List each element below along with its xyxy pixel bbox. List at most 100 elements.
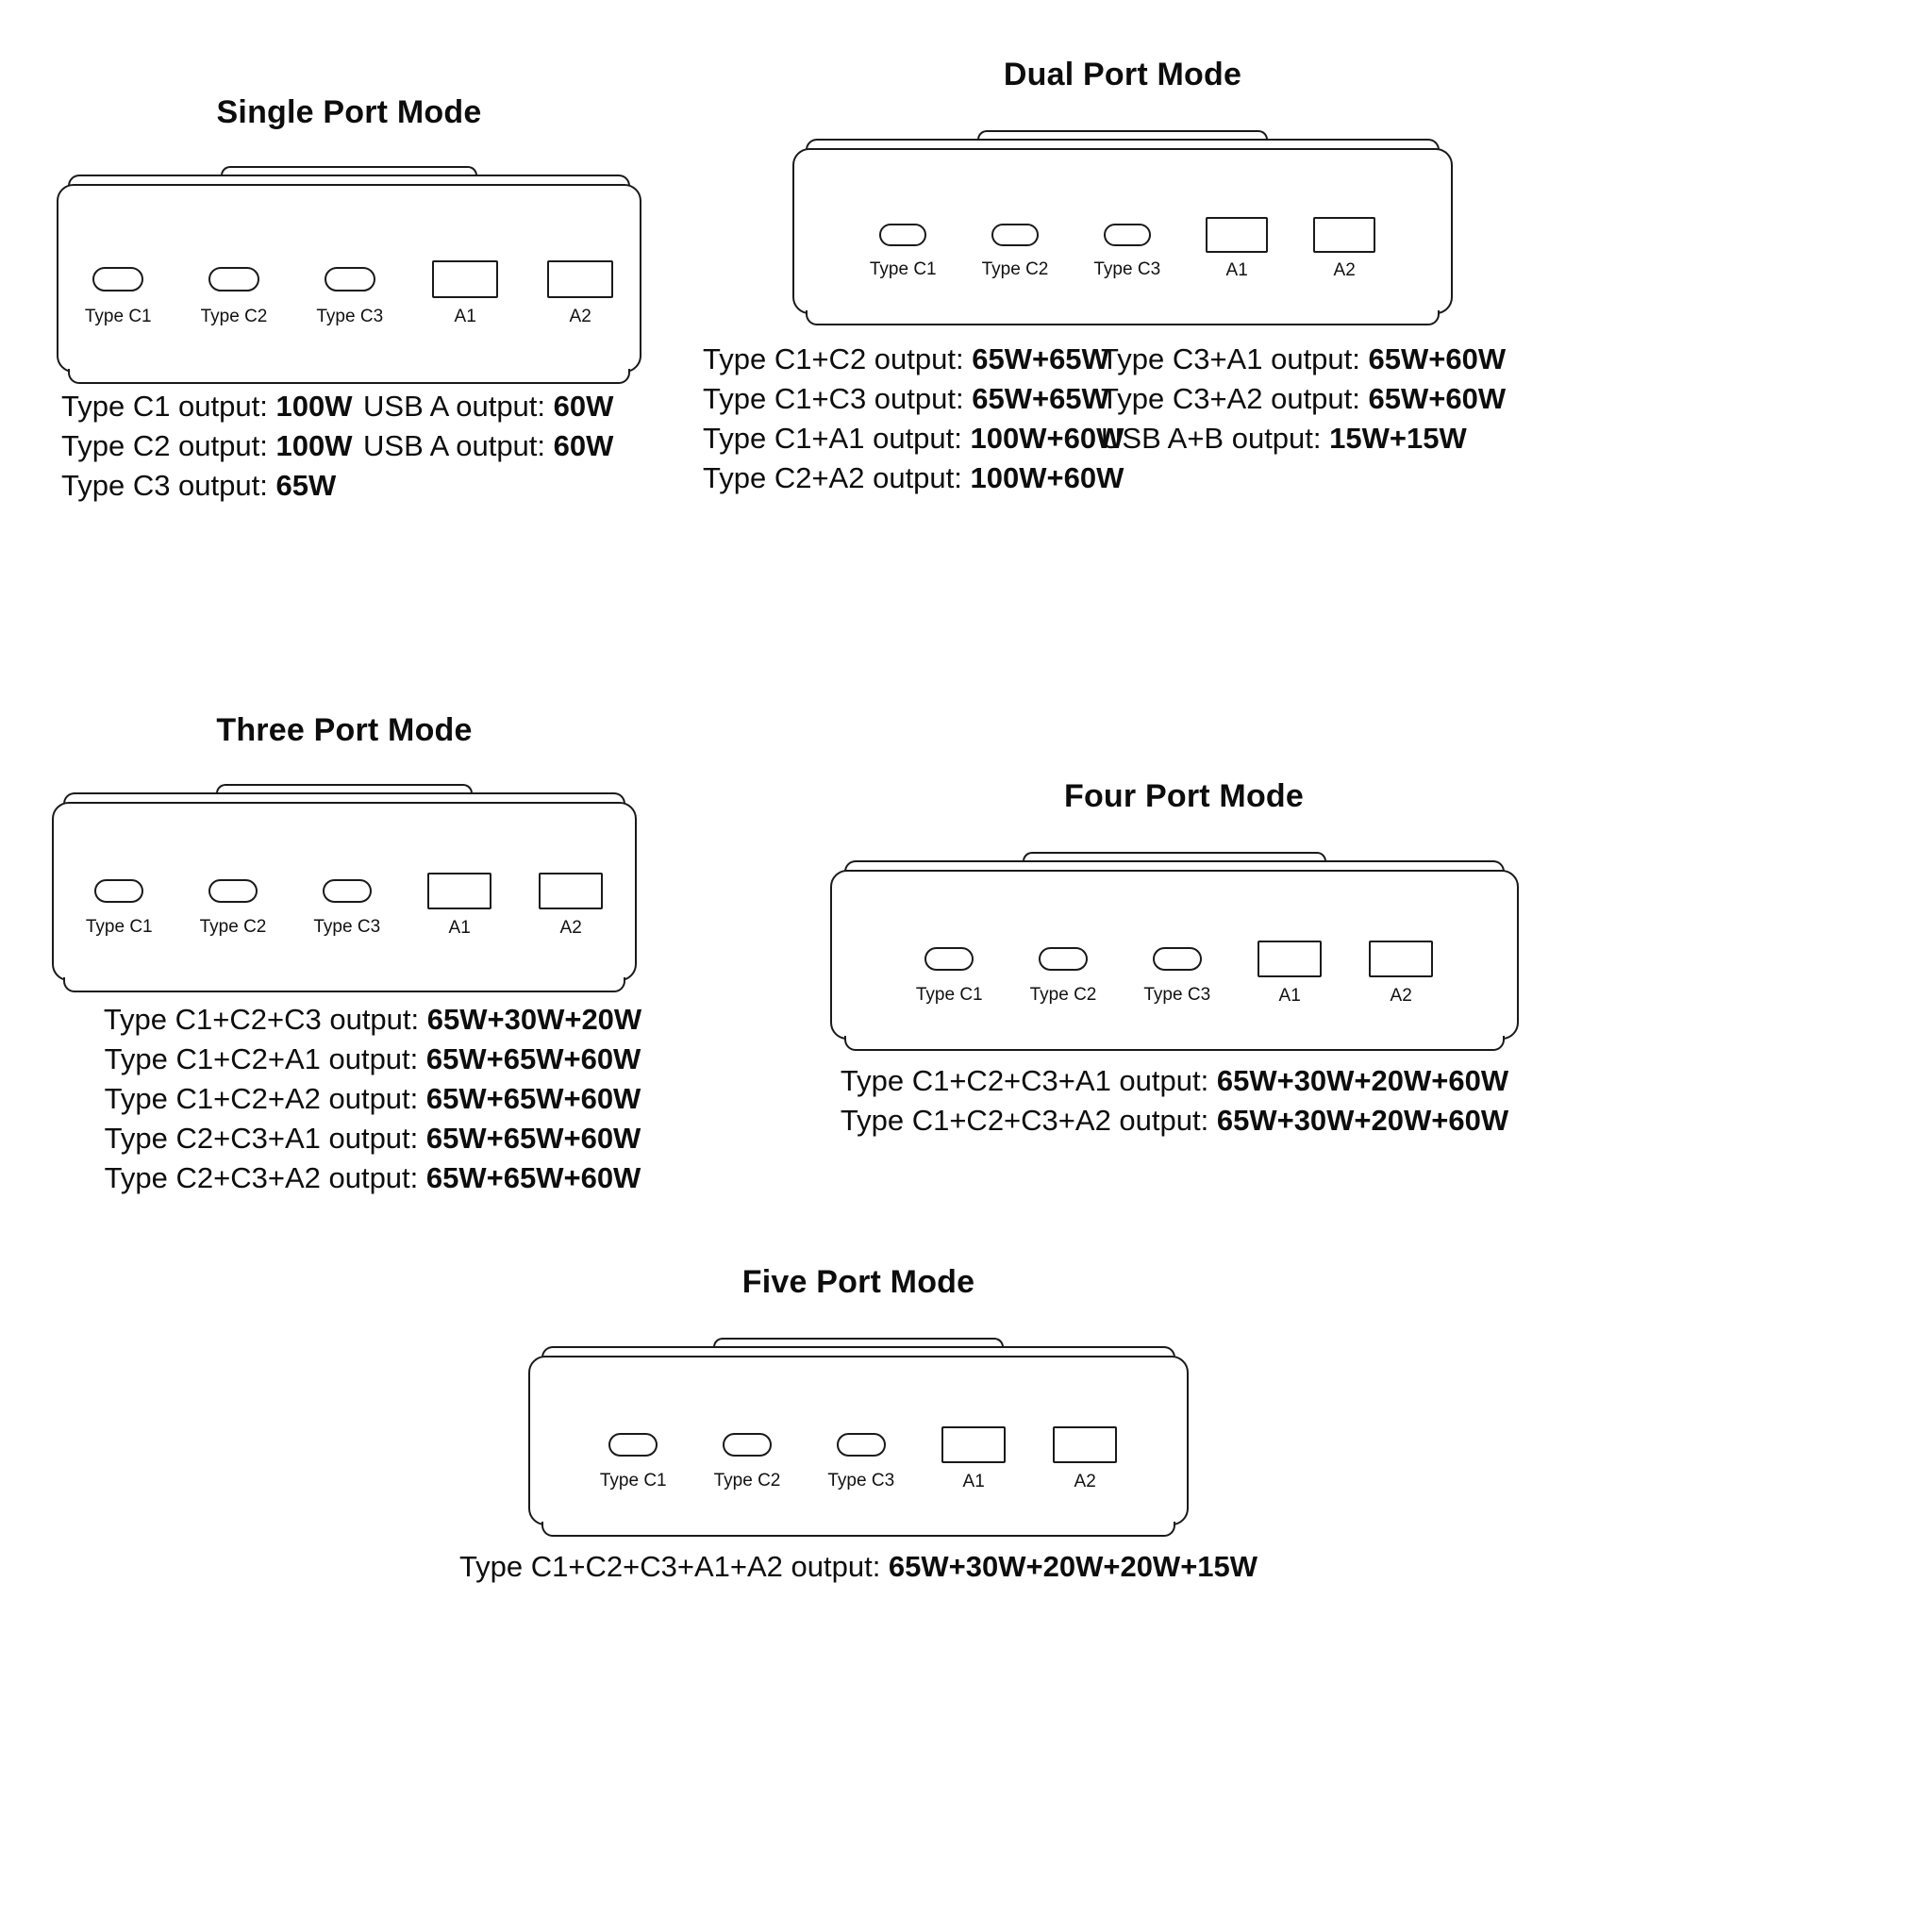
spec-line: Type C1+C3 output: 65W+65W	[703, 382, 1109, 415]
type-c-port-icon	[208, 879, 258, 903]
port-usb-a2: A2	[547, 260, 614, 327]
port-label: A2	[1074, 1472, 1096, 1491]
three-port-specs: Type C1+C2+C3 output: 65W+30W+20W Type C…	[52, 1000, 693, 1198]
port-label: Type C3	[1143, 985, 1211, 1005]
type-c-port-icon	[324, 267, 375, 291]
three-port-mode-title: Three Port Mode	[216, 712, 473, 748]
type-c-port-icon	[92, 267, 144, 291]
port-label: Type C1	[84, 307, 152, 326]
spec-line: Type C1+C2+A1 output: 65W+65W+60W	[104, 1042, 641, 1075]
single-port-specs-right: USB A output: 60W USB A output: 60W	[363, 387, 613, 466]
device-illustration-dual: Type C1 Type C2 Type C3 A1 A2	[792, 130, 1453, 325]
port-usb-a1: A1	[941, 1426, 1007, 1492]
port-usb-a1: A1	[1257, 941, 1323, 1007]
three-port-mode-section: Three Port Mode Type C1 Type C2 Type C3 …	[52, 712, 641, 1194]
port-label: A1	[1278, 986, 1301, 1006]
type-c-port-icon	[322, 879, 372, 903]
single-port-mode-section: Single Port Mode Type C1 Type C2 Type C3…	[57, 94, 641, 502]
usb-a-port-icon	[1053, 1426, 1118, 1463]
port-label: Type C2	[713, 1471, 781, 1491]
spec-line: Type C2+C3+A1 output: 65W+65W+60W	[104, 1122, 641, 1155]
spec-line: Type C1+C2+C3+A1+A2 output: 65W+30W+20W+…	[458, 1550, 1258, 1583]
port-usb-a2: A2	[539, 873, 604, 939]
type-c-port-icon	[924, 947, 974, 971]
type-c-port-icon	[94, 879, 144, 903]
usb-a-port-icon	[1257, 941, 1323, 977]
port-label: A1	[454, 307, 476, 326]
dual-port-mode-section: Dual Port Mode Type C1 Type C2 Type C3 A…	[703, 57, 1506, 494]
device-bottom-shell	[541, 1522, 1175, 1537]
port-label: A2	[1333, 260, 1356, 280]
dual-port-specs-right: Type C3+A1 output: 65W+60W Type C3+A2 ou…	[1101, 340, 1506, 458]
five-port-specs: Type C1+C2+C3+A1+A2 output: 65W+30W+20W+…	[396, 1547, 1321, 1587]
device-bottom-shell	[63, 977, 625, 992]
usb-a-port-icon	[539, 873, 604, 909]
port-type-c1: Type C1	[85, 267, 152, 327]
port-label: A2	[559, 918, 582, 938]
usb-a-port-icon	[1206, 217, 1269, 253]
type-c-port-icon	[608, 1433, 658, 1457]
port-label: Type C2	[981, 259, 1049, 279]
port-type-c1: Type C1	[86, 879, 153, 938]
port-label: Type C3	[313, 917, 381, 937]
port-type-c1: Type C1	[870, 224, 937, 280]
usb-a-port-icon	[432, 260, 499, 298]
spec-line: Type C1+C2+C3+A1 output: 65W+30W+20W+60W	[840, 1064, 1509, 1097]
five-port-mode-title: Five Port Mode	[741, 1264, 975, 1300]
port-usb-a1: A1	[427, 873, 492, 939]
port-type-c3: Type C3	[316, 267, 383, 327]
four-port-specs: Type C1+C2+C3+A1 output: 65W+30W+20W+60W…	[764, 1061, 1585, 1141]
dual-port-mode-title: Dual Port Mode	[1003, 57, 1242, 92]
type-c-port-icon	[991, 224, 1039, 246]
port-type-c2: Type C2	[201, 267, 267, 327]
single-port-specs-left: Type C1 output: 100W Type C2 output: 100…	[61, 387, 352, 506]
spec-line: Type C1 output: 100W	[61, 390, 353, 423]
dual-port-specs-left: Type C1+C2 output: 65W+65W Type C1+C3 ou…	[703, 340, 1124, 498]
port-label: Type C2	[199, 917, 267, 937]
port-label: A1	[448, 918, 471, 938]
port-type-c3: Type C3	[1093, 224, 1160, 280]
port-label: A1	[1225, 260, 1248, 280]
port-label: A1	[962, 1472, 985, 1491]
device-illustration-three: Type C1 Type C2 Type C3 A1 A2	[52, 784, 637, 992]
port-type-c1: Type C1	[600, 1433, 667, 1491]
spec-line: USB A+B output: 15W+15W	[1101, 422, 1467, 455]
type-c-port-icon	[1103, 224, 1151, 246]
port-type-c2: Type C2	[199, 879, 267, 938]
device-illustration-four: Type C1 Type C2 Type C3 A1 A2	[830, 852, 1519, 1051]
spec-line: Type C1+C2+C3 output: 65W+30W+20W	[103, 1003, 642, 1036]
spec-line: USB A output: 60W	[363, 390, 614, 423]
single-port-mode-title: Single Port Mode	[216, 94, 482, 130]
device-bottom-shell	[68, 369, 630, 384]
spec-line: Type C2+A2 output: 100W+60W	[703, 461, 1124, 494]
spec-line: Type C3 output: 65W	[61, 469, 337, 502]
spec-line: Type C1+C2+C3+A2 output: 65W+30W+20W+60W	[840, 1104, 1509, 1137]
usb-a-port-icon	[941, 1426, 1007, 1463]
port-type-c1: Type C1	[916, 947, 983, 1006]
type-c-port-icon	[879, 224, 927, 246]
port-type-c2: Type C2	[1029, 947, 1097, 1006]
spec-line: USB A output: 60W	[363, 429, 614, 462]
usb-a-port-icon	[1369, 941, 1434, 977]
device-bottom-shell	[806, 310, 1440, 325]
port-usb-a2: A2	[1053, 1426, 1118, 1492]
usb-a-port-icon	[547, 260, 614, 298]
type-c-port-icon	[1152, 947, 1202, 971]
type-c-port-icon	[722, 1433, 772, 1457]
port-label: Type C1	[85, 917, 153, 937]
type-c-port-icon	[1038, 947, 1088, 971]
four-port-mode-title: Four Port Mode	[1064, 778, 1304, 814]
port-type-c2: Type C2	[713, 1433, 781, 1491]
spec-line: Type C1+C2 output: 65W+65W	[703, 342, 1109, 375]
port-usb-a1: A1	[1206, 217, 1269, 281]
usb-a-port-icon	[427, 873, 492, 909]
type-c-port-icon	[836, 1433, 886, 1457]
spec-line: Type C3+A1 output: 65W+60W	[1101, 342, 1507, 375]
spec-line: Type C2+C3+A2 output: 65W+65W+60W	[104, 1161, 641, 1194]
port-label: Type C3	[1093, 259, 1161, 279]
device-bottom-shell	[843, 1036, 1506, 1051]
port-type-c3: Type C3	[827, 1433, 894, 1491]
port-label: Type C2	[1029, 985, 1097, 1005]
port-label: Type C3	[827, 1471, 895, 1491]
type-c-port-icon	[208, 267, 259, 291]
